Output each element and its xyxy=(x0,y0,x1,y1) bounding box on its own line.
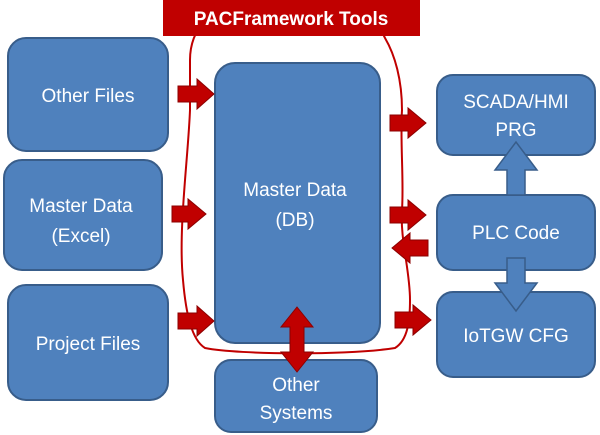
box-iotgw-cfg-label: IoTGW CFG xyxy=(463,326,569,347)
tools-title-banner xyxy=(163,0,420,36)
arrow-db-other-systems-bidirectional xyxy=(279,306,315,373)
box-master-data-db xyxy=(214,62,381,344)
box-master-data-db-label-line1: Master Data xyxy=(243,180,347,201)
arrow-plc-to-db xyxy=(391,231,429,265)
box-scada-hmi-prg-label-line1: SCADA/HMI xyxy=(463,92,569,113)
box-project-files xyxy=(7,284,169,401)
arrow-plc-to-scada xyxy=(493,140,539,196)
box-master-data-db-label-line2: (DB) xyxy=(275,210,314,231)
box-master-data-excel xyxy=(3,159,163,271)
box-scada-hmi-prg-label-line2: PRG xyxy=(495,120,536,141)
box-master-data-excel-label-line1: Master Data xyxy=(29,196,133,217)
box-other-files xyxy=(7,37,169,152)
arrow-db-to-iotgw xyxy=(394,303,432,337)
arrow-plc-to-iotgw xyxy=(493,257,539,313)
box-other-files-label: Other Files xyxy=(42,86,135,107)
box-other-systems-label-line2: Systems xyxy=(260,403,333,424)
arrow-db-to-scada xyxy=(389,106,427,140)
tools-boundary xyxy=(180,21,412,355)
arrow-project-files-to-db xyxy=(177,304,215,338)
arrow-other-files-to-db xyxy=(177,77,215,111)
box-master-data-excel-label-line2: (Excel) xyxy=(51,226,110,247)
arrow-excel-to-db xyxy=(171,197,207,231)
arrow-db-to-plc xyxy=(389,198,427,232)
box-other-systems-label-line1: Other xyxy=(272,375,320,396)
box-project-files-label: Project Files xyxy=(36,334,141,355)
tools-title: PACFramework Tools xyxy=(194,9,389,30)
box-plc-code-label: PLC Code xyxy=(472,223,560,244)
